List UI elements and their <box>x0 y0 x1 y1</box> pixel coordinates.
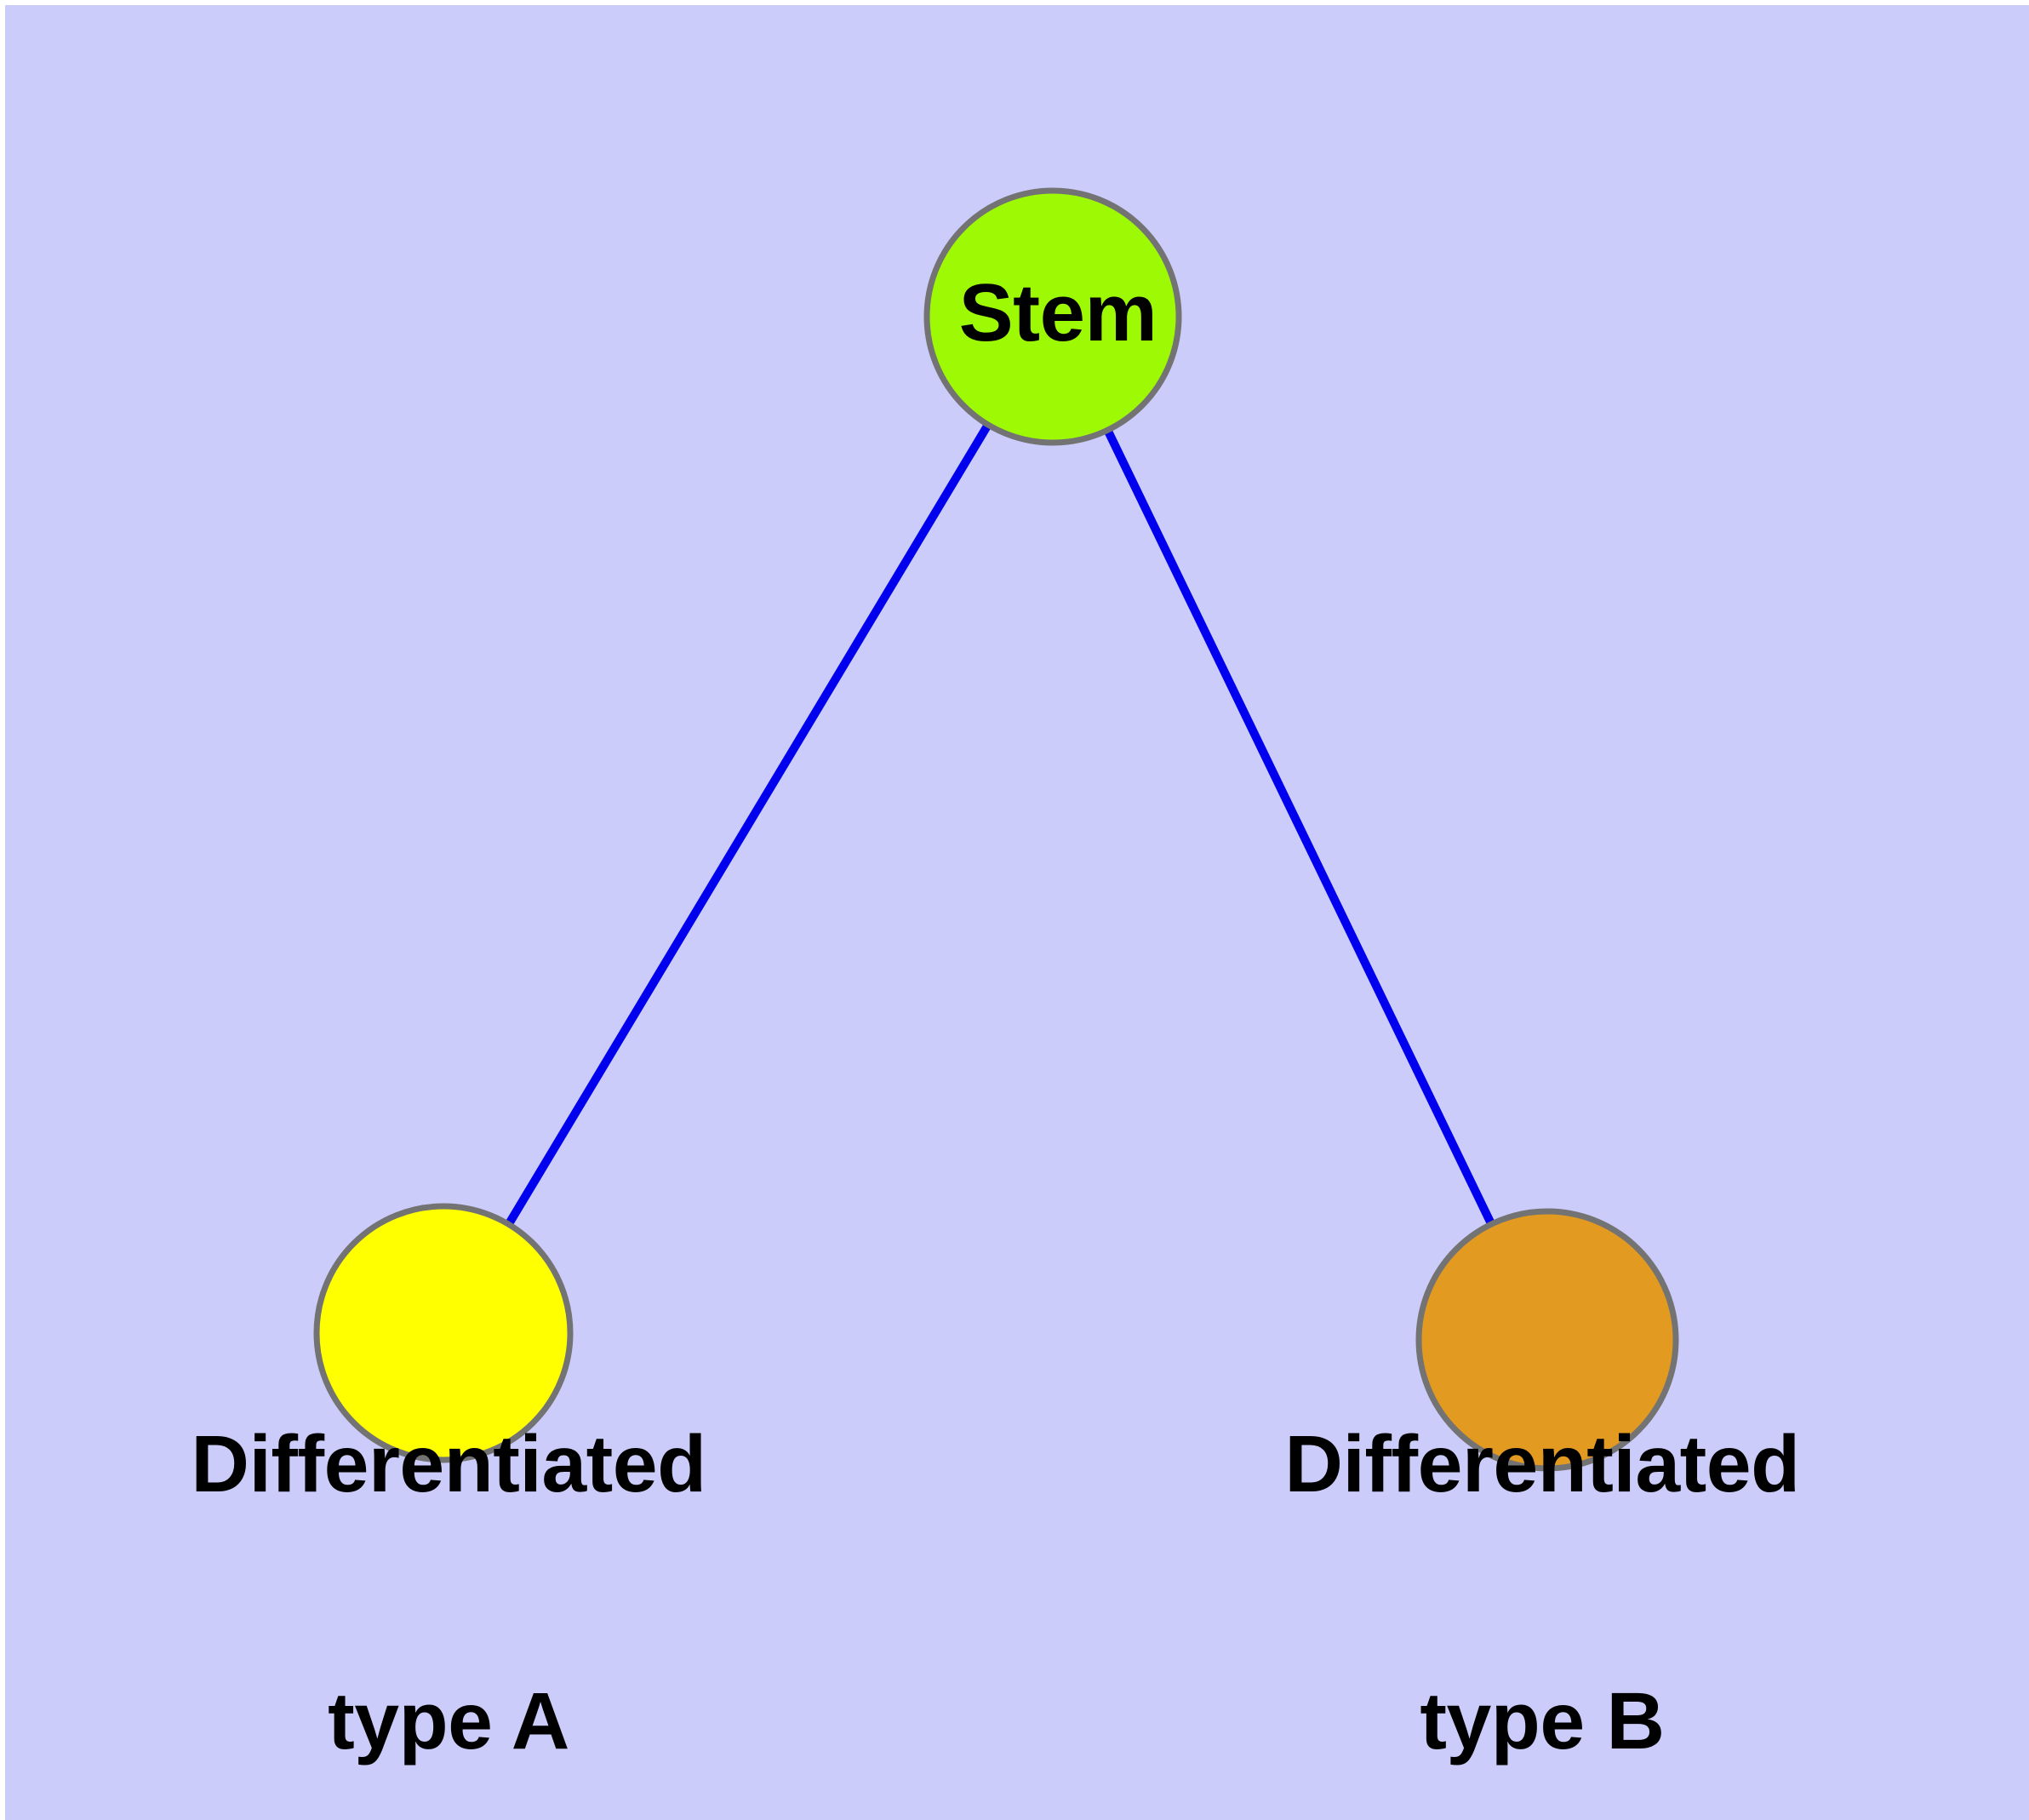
graph-svg <box>313 187 1679 1472</box>
node-diff-b-circle[interactable] <box>1415 1208 1679 1472</box>
node-layer <box>313 187 1679 1472</box>
edge-layer <box>439 312 1552 1344</box>
node-stem-circle[interactable] <box>923 187 1182 446</box>
edge-stem-to-diff-b[interactable] <box>1049 312 1552 1344</box>
edge-stem-to-diff-a[interactable] <box>439 312 1057 1337</box>
node-diff-a-circle[interactable] <box>313 1203 574 1463</box>
diagram-canvas: Stem Differentiated type A Differentiate… <box>5 5 2029 1820</box>
